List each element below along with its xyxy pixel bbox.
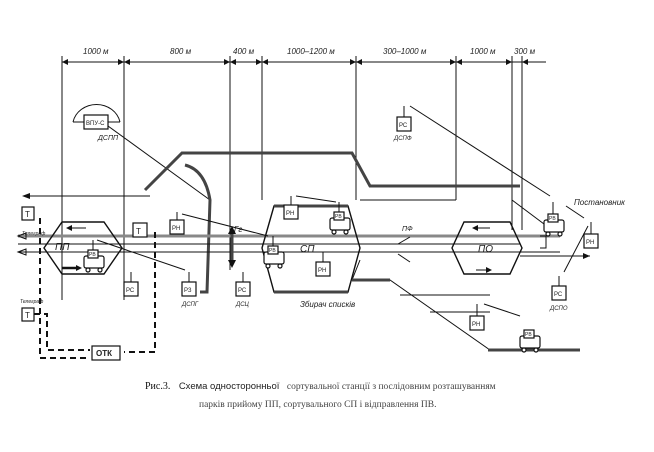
dim-label-7: 300 м — [514, 47, 536, 56]
svg-text:РН: РН — [318, 268, 326, 274]
radio-units: РС РН РЗ ДСПГ РС ДСЦ РН РН РС ДСПФ РН РН… — [123, 106, 599, 331]
dim-label-6: 1000 м — [470, 47, 496, 56]
svg-text:РС: РС — [238, 288, 247, 294]
otk-box — [91, 345, 121, 361]
dimension-line: 1000 м 800 м 400 м 1000–1200 м 300–1000 … — [61, 47, 546, 300]
vpu-control-post: ВПУ-С ДСПП — [72, 104, 211, 201]
svg-text:ДСПГ: ДСПГ — [181, 302, 199, 308]
svg-text:ДСПО: ДСПО — [549, 306, 568, 312]
svg-text:Рис.3. Схема односторонн: Рис.3. Схема односторонньої сортувальної… — [145, 376, 496, 393]
dim-label-1: 1000 м — [83, 47, 109, 56]
svg-text:ДСПФ: ДСПФ — [393, 136, 412, 142]
shunter-label: Постановник — [574, 198, 626, 207]
pp-label: ПП — [55, 242, 70, 253]
main-tracks — [16, 232, 590, 259]
caption-line-2: парків прийому ПП, сортувального СП і ві… — [199, 399, 436, 410]
svg-text:Т: Т — [136, 227, 141, 236]
telegraph-label-2: Телеграф — [20, 299, 44, 305]
pf-label: ПФ — [402, 226, 413, 233]
otk-links: ОТК — [34, 218, 156, 361]
svg-text:РН: РН — [472, 322, 480, 328]
telegraph-terminal-3 — [132, 222, 148, 238]
svg-text:ДСЦ: ДСЦ — [235, 302, 250, 308]
dim-label-5: 300–1000 м — [383, 47, 427, 56]
pp-yard — [43, 221, 123, 275]
svg-text:ОТК: ОТК — [96, 349, 112, 358]
dim-label-3: 400 м — [233, 47, 255, 56]
svg-text:РН: РН — [286, 211, 294, 217]
vpu-label: ВПУ-С — [86, 121, 105, 127]
hump-line — [184, 163, 212, 294]
svg-text:РН: РН — [586, 240, 594, 246]
locomotives: РВ РВ РВ РВ РВ — [83, 202, 565, 353]
telegraph-label-1: Телеграф — [22, 231, 46, 237]
svg-text:РВ: РВ — [335, 214, 342, 220]
po-label: ПО — [478, 244, 493, 255]
po-yard — [451, 221, 523, 275]
dim-label-4: 1000–1200 м — [287, 47, 335, 56]
hump-label: Гг — [234, 225, 242, 234]
svg-text:Т: Т — [25, 210, 30, 219]
collector-label: Збирач списків — [300, 300, 355, 309]
svg-text:РС: РС — [554, 292, 563, 298]
svg-text:РВ: РВ — [89, 252, 96, 258]
svg-text:РВ: РВ — [269, 248, 276, 254]
dim-label-2: 800 м — [170, 47, 192, 56]
dspp-label: ДСПП — [97, 135, 119, 142]
svg-text:РЗ: РЗ — [184, 288, 192, 294]
svg-text:РС: РС — [399, 123, 408, 129]
svg-text:РС: РС — [126, 288, 135, 294]
svg-text:РВ: РВ — [525, 332, 532, 338]
radio-links — [96, 105, 589, 317]
svg-text:Т: Т — [25, 311, 30, 320]
svg-text:РВ: РВ — [549, 216, 556, 222]
telegraph-terminal-1 — [21, 206, 35, 221]
svg-text:РН: РН — [172, 226, 180, 232]
hump-track — [143, 151, 520, 192]
sp-label: СП — [300, 244, 315, 255]
figure-caption: Рис.3. Схема односторонньої сортувальної… — [145, 376, 496, 410]
